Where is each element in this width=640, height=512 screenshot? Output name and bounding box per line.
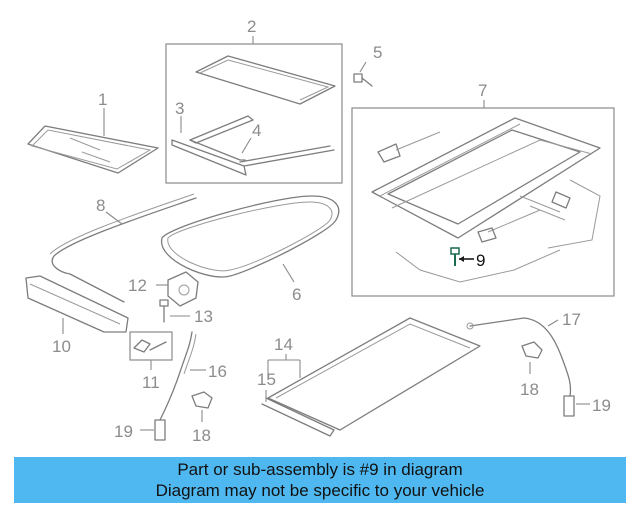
part-12-motor: 12: [128, 271, 199, 307]
part-11-screw-kit: 11: [129, 331, 173, 392]
part-19-grommet-right: 19: [563, 395, 611, 417]
part-2-sunshade-group: 2 3 4: [165, 17, 343, 184]
callout-6: 6: [292, 285, 301, 304]
callout-16: 16: [208, 362, 227, 381]
callout-12: 12: [128, 276, 147, 295]
callout-2: 2: [247, 17, 256, 36]
part-9-bolt-highlighted: 9: [450, 247, 485, 270]
callout-13: 13: [194, 307, 213, 326]
callout-18-left: 18: [192, 426, 211, 445]
callout-5: 5: [373, 43, 382, 62]
banner-line-1: Part or sub-assembly is #9 in diagram: [177, 460, 463, 479]
part-7-frame-group: 7: [351, 81, 615, 297]
callout-17: 17: [562, 310, 581, 329]
info-banner: Part or sub-assembly is #9 in diagram Di…: [14, 457, 626, 503]
callout-19-right: 19: [592, 396, 611, 415]
callout-3: 3: [175, 99, 184, 118]
part-16-cable: 16: [159, 331, 227, 421]
callout-8: 8: [96, 196, 105, 215]
part-6-seal: 6: [161, 195, 340, 304]
part-17-drain-tube: 17: [466, 310, 581, 397]
callout-1: 1: [98, 90, 107, 109]
callout-7: 7: [478, 81, 487, 100]
callout-4: 4: [252, 121, 261, 140]
part-19-grommet-left: 19: [114, 419, 166, 441]
callout-14: 14: [274, 335, 293, 354]
callout-19-left: 19: [114, 422, 133, 441]
part-18-clip-right: 18: [520, 341, 543, 399]
part-8-trim-strip: 8: [49, 193, 197, 303]
callout-10: 10: [52, 337, 71, 356]
callout-15: 15: [257, 370, 276, 389]
parts-diagram: 1 2 3 4 5 7: [25, 17, 615, 445]
part-10-front-panel: 10: [25, 275, 129, 356]
part-13-screw: 13: [159, 299, 213, 326]
banner-line-2: Diagram may not be specific to your vehi…: [155, 481, 485, 500]
callout-11: 11: [142, 373, 160, 392]
part-14-rear-panel: 14 15: [257, 317, 481, 437]
part-1-glass-panel: 1: [27, 90, 159, 174]
callout-18-right: 18: [520, 380, 539, 399]
part-5-bolt: 5: [353, 43, 382, 87]
callout-9: 9: [476, 251, 485, 270]
part-18-clip-left: 18: [191, 391, 213, 445]
